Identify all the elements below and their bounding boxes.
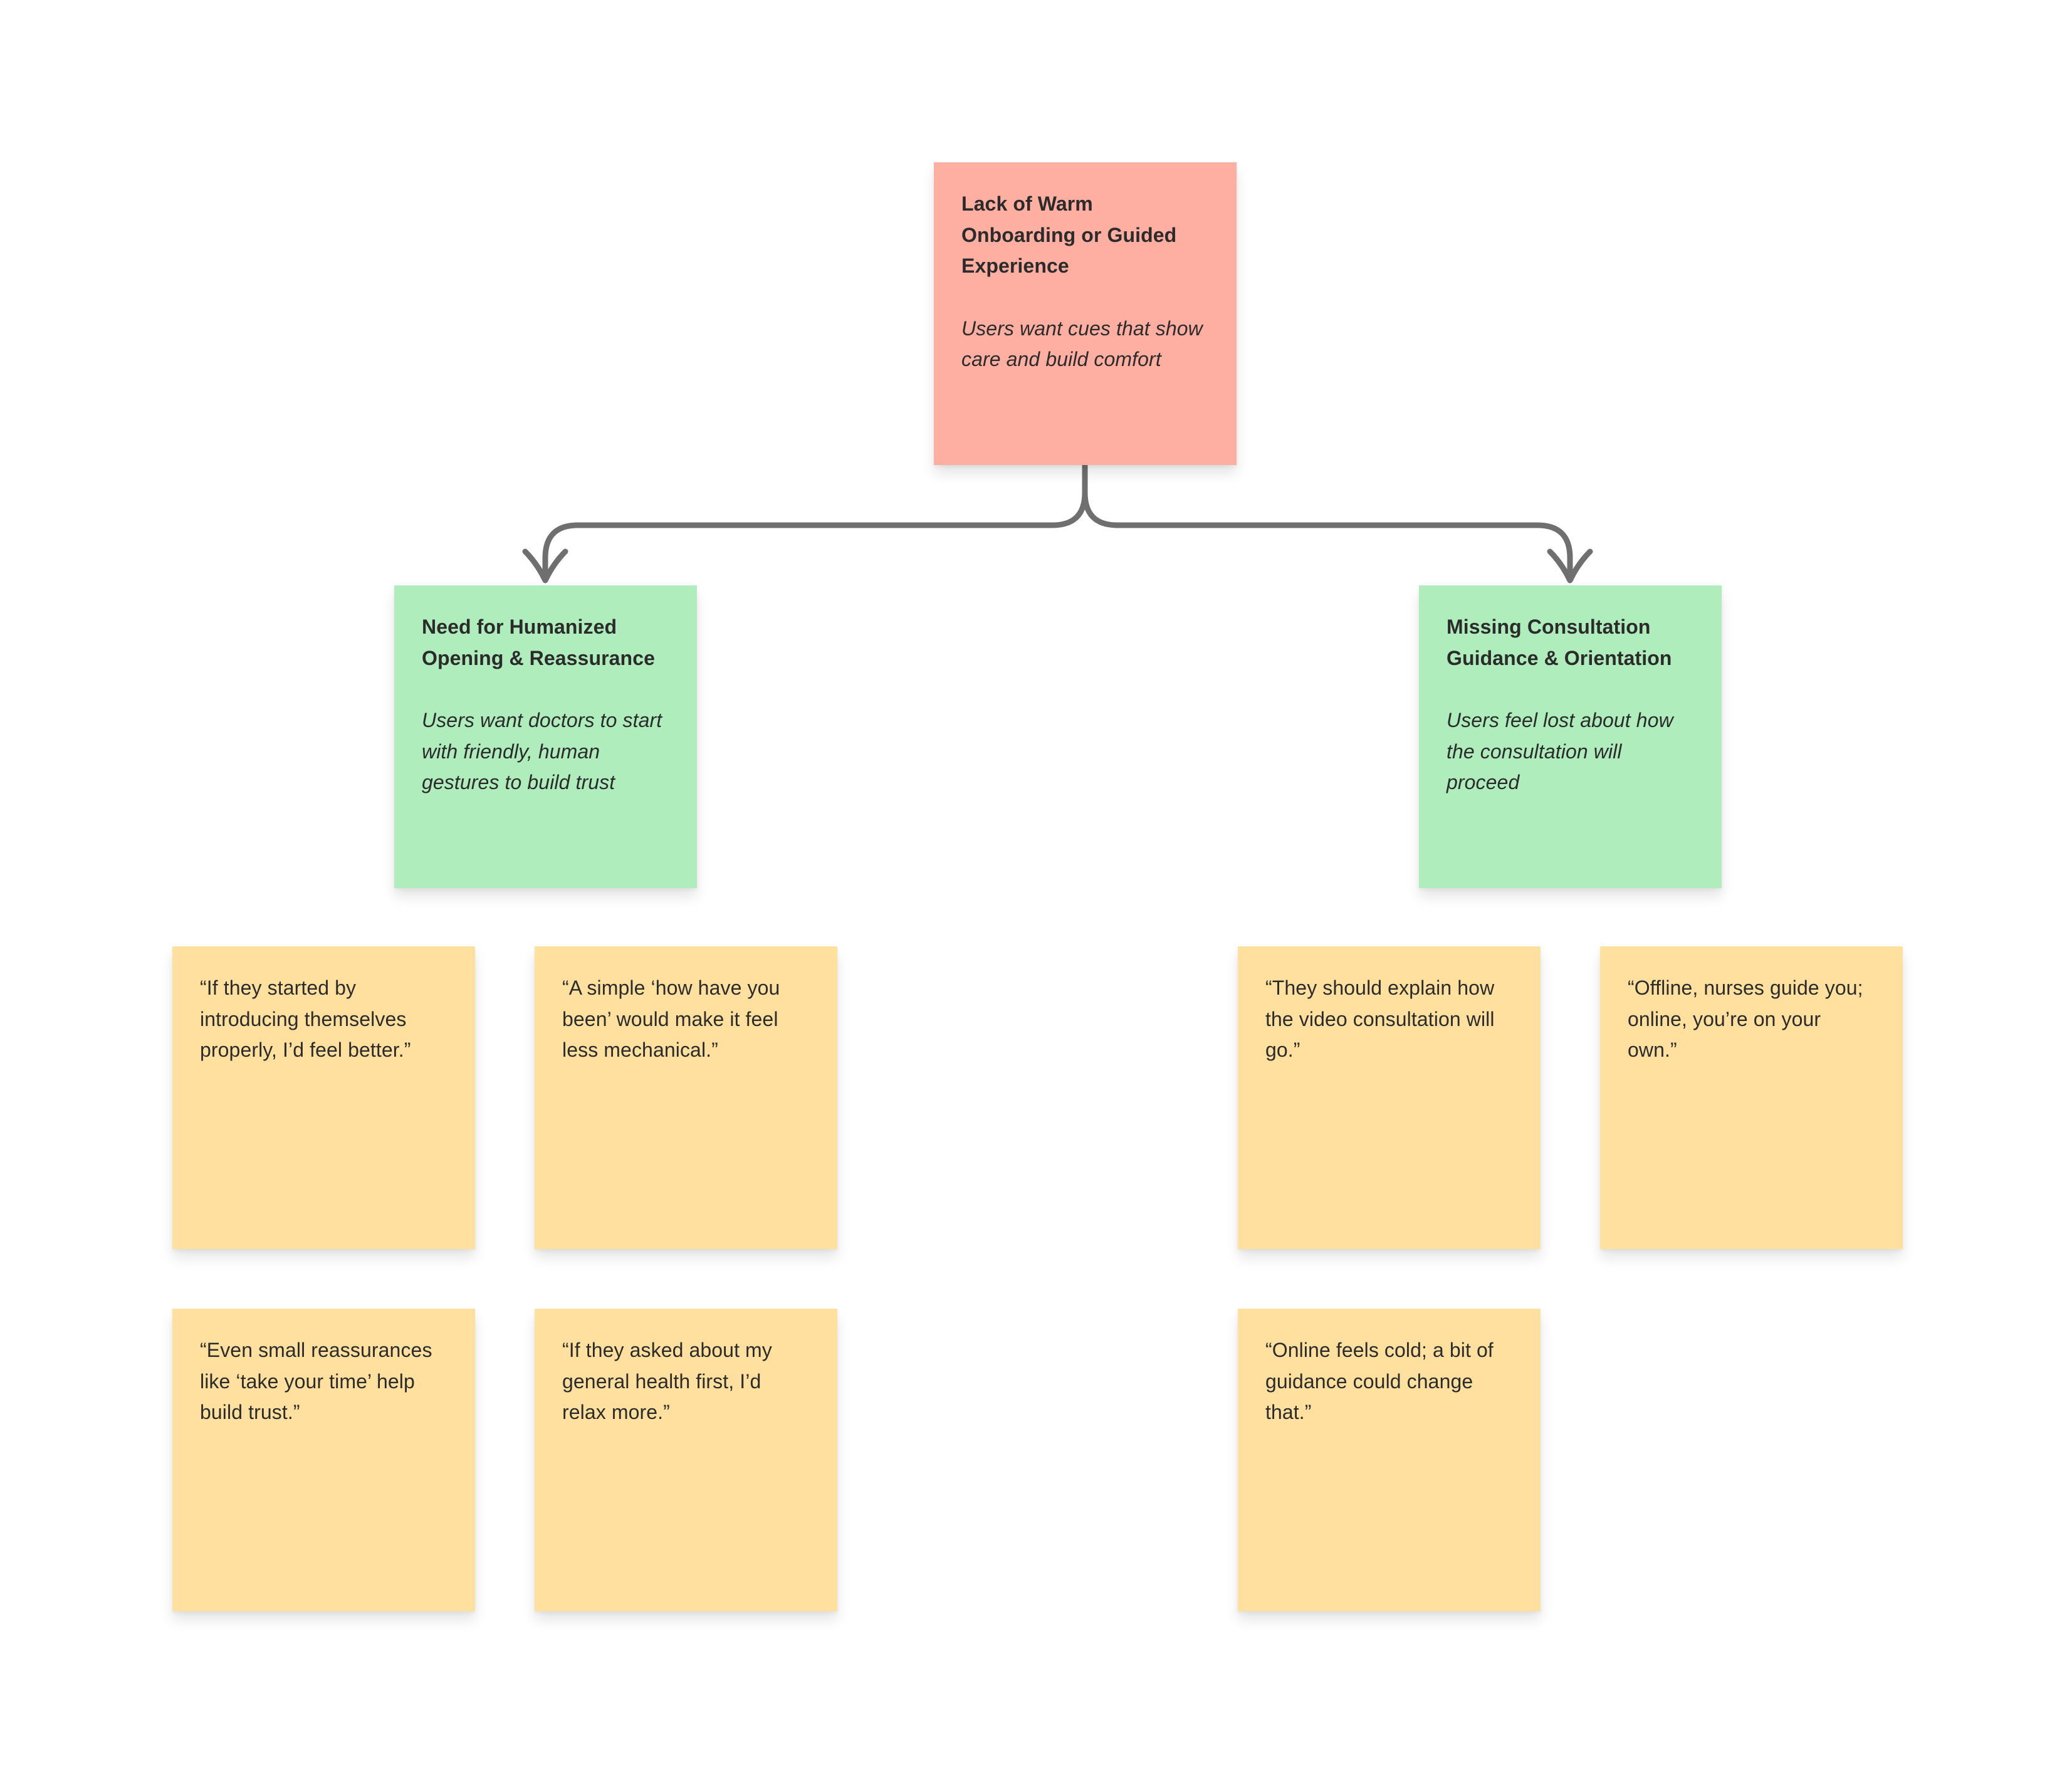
sticky-note-theme-humanized-opening[interactable]: Need for Humanized Opening & Reassurance… [394, 585, 697, 888]
quote-text: “If they started by introducing themselv… [200, 976, 411, 1062]
note-title: Need for Humanized Opening & Reassurance [422, 615, 655, 669]
note-title: Missing Consultation Guidance & Orientat… [1447, 615, 1672, 669]
quote-text: “Even small reassurances like ‘take your… [200, 1339, 432, 1424]
connector-branch-right[interactable] [1082, 462, 1573, 582]
sticky-note-quote[interactable]: “Even small reassurances like ‘take your… [172, 1309, 475, 1611]
sticky-note-root-insight[interactable]: Lack of Warm Onboarding or Guided Experi… [934, 162, 1237, 465]
quote-text: “Offline, nurses guide you; online, you’… [1628, 976, 1863, 1062]
note-title: Lack of Warm Onboarding or Guided Experi… [961, 192, 1177, 278]
sticky-note-quote[interactable]: “If they started by introducing themselv… [172, 946, 475, 1249]
quote-text: “If they asked about my general health f… [562, 1339, 772, 1424]
sticky-note-quote[interactable]: “A simple ‘how have you been’ would make… [535, 946, 837, 1249]
quote-text: “They should explain how the video consu… [1265, 976, 1495, 1062]
connector-branch-left[interactable] [542, 462, 1088, 582]
sticky-note-quote[interactable]: “They should explain how the video consu… [1238, 946, 1541, 1249]
sticky-note-quote[interactable]: “Offline, nurses guide you; online, you’… [1600, 946, 1903, 1249]
arrow-down-icon-right[interactable] [1547, 548, 1593, 584]
sticky-note-quote[interactable]: “Online feels cold; a bit of guidance co… [1238, 1309, 1541, 1611]
note-subtitle: Users want cues that show care and build… [961, 317, 1203, 371]
quote-text: “Online feels cold; a bit of guidance co… [1265, 1339, 1494, 1424]
note-subtitle: Users feel lost about how the consultati… [1447, 709, 1673, 794]
quote-text: “A simple ‘how have you been’ would make… [562, 976, 780, 1062]
note-subtitle: Users want doctors to start with friendl… [422, 709, 662, 794]
sticky-note-theme-consultation-guidance[interactable]: Missing Consultation Guidance & Orientat… [1419, 585, 1722, 888]
arrow-down-icon-left[interactable] [522, 548, 568, 584]
sticky-note-quote[interactable]: “If they asked about my general health f… [535, 1309, 837, 1611]
